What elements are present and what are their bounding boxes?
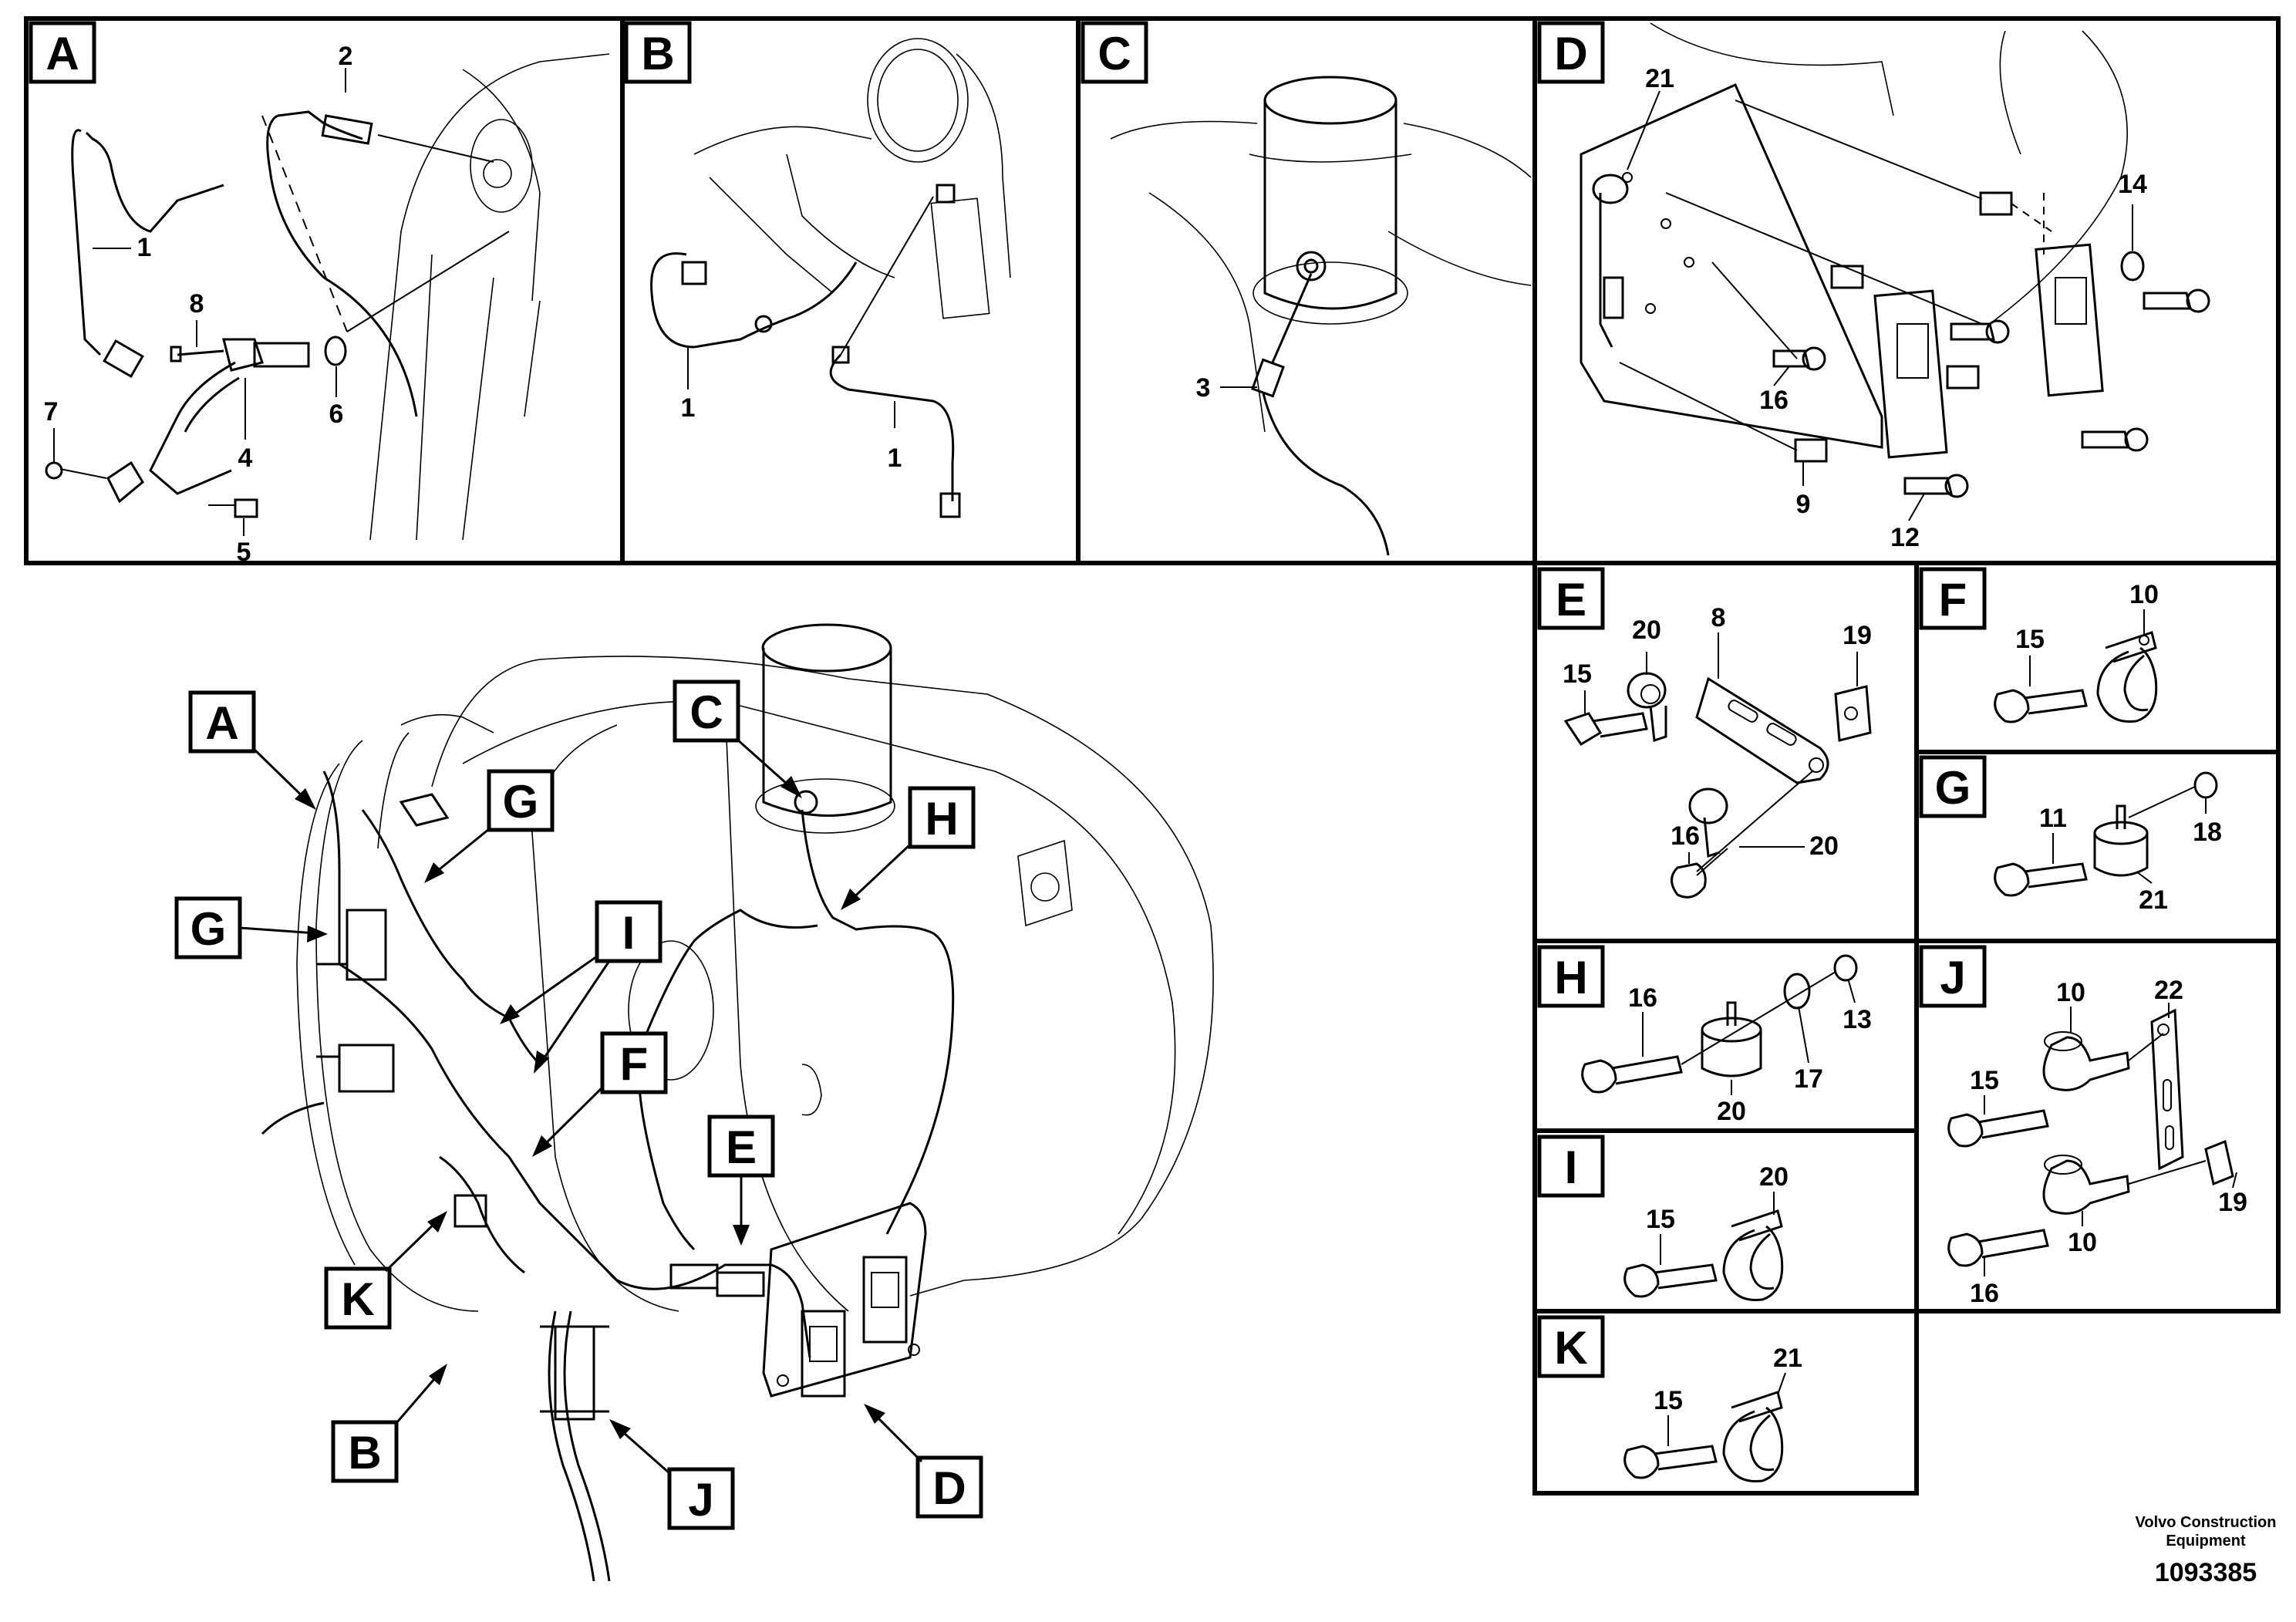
panel-d-label-9: 9 bbox=[1796, 490, 1811, 519]
panel-e-label-15: 15 bbox=[1563, 659, 1592, 689]
panel-e-label-8: 8 bbox=[1711, 603, 1726, 632]
top-row-frame bbox=[24, 16, 2281, 565]
panel-f-label-15: 15 bbox=[2015, 625, 2045, 654]
callout-a: A bbox=[205, 697, 238, 749]
panel-e-letter: E bbox=[1556, 574, 1586, 626]
panel-e-label-20b: 20 bbox=[1809, 831, 1839, 861]
panel-d-label-21: 21 bbox=[1645, 64, 1674, 93]
panel-k-letter: K bbox=[1554, 1322, 1587, 1374]
panel-j-label-19: 19 bbox=[2218, 1188, 2247, 1217]
panel-a: A bbox=[29, 21, 610, 567]
panel-f: F 10 15 bbox=[1919, 567, 2159, 723]
panel-a-label-4: 4 bbox=[238, 443, 253, 473]
panel-i: I 20 15 bbox=[1537, 1135, 1789, 1302]
callout-g-top: G bbox=[503, 776, 539, 828]
callout-e: E bbox=[726, 1121, 757, 1173]
side-panels-frame bbox=[1532, 561, 2281, 1496]
panel-e-label-16: 16 bbox=[1671, 821, 1700, 851]
callout-k: K bbox=[341, 1273, 374, 1325]
panel-c-label-3: 3 bbox=[1196, 373, 1211, 403]
panel-e-label-19: 19 bbox=[1843, 621, 1872, 650]
panel-e: E 20 8 19 15 16 20 bbox=[1537, 567, 1872, 899]
callout-j: J bbox=[688, 1474, 713, 1526]
panel-g-label-18: 18 bbox=[2193, 818, 2222, 847]
panel-d: D bbox=[1537, 21, 2210, 552]
panel-g-label-21: 21 bbox=[2139, 885, 2168, 915]
panel-d-label-16: 16 bbox=[1759, 386, 1789, 415]
panel-a-label-8: 8 bbox=[190, 289, 204, 319]
panel-a-label-7: 7 bbox=[44, 397, 59, 427]
panel-h: H 16 13 20 17 bbox=[1537, 945, 1872, 1126]
panel-b-label-1b: 1 bbox=[888, 443, 902, 473]
panel-c: C 3 bbox=[1081, 21, 1532, 556]
panel-j-label-10a: 10 bbox=[2056, 978, 2085, 1007]
panel-a-label-2: 2 bbox=[339, 42, 353, 71]
brand-line-1: Volvo Construction bbox=[2136, 1514, 2277, 1531]
callout-i: I bbox=[622, 907, 636, 959]
main-assembly-drawing bbox=[261, 623, 1214, 1582]
panel-d-letter: D bbox=[1554, 28, 1587, 79]
callout-g-left: G bbox=[190, 903, 227, 955]
panel-i-label-15: 15 bbox=[1646, 1205, 1675, 1234]
panel-a-label-1: 1 bbox=[137, 233, 152, 262]
panel-k-label-15: 15 bbox=[1654, 1386, 1683, 1415]
panel-h-label-17: 17 bbox=[1794, 1064, 1823, 1094]
panel-c-letter: C bbox=[1097, 28, 1131, 79]
panel-h-label-16: 16 bbox=[1628, 983, 1657, 1013]
brand-line-2: Equipment bbox=[2166, 1533, 2246, 1549]
panel-j: J 22 10 15 19 10 16 bbox=[1919, 945, 2247, 1308]
panel-j-letter: J bbox=[1940, 952, 1965, 1003]
panel-b: B 1 1 bbox=[624, 21, 1011, 518]
panel-b-label-1a: 1 bbox=[681, 393, 696, 423]
main-callouts: A C G G H I F E bbox=[174, 679, 983, 1530]
panel-i-label-20: 20 bbox=[1759, 1162, 1789, 1192]
panel-a-label-6: 6 bbox=[329, 400, 344, 429]
panel-j-label-22: 22 bbox=[2154, 976, 2183, 1005]
panel-k: K 21 15 bbox=[1537, 1315, 1802, 1483]
footer-brand: Volvo Construction Equipment 1093385 bbox=[2136, 1514, 2277, 1587]
callout-d: D bbox=[932, 1462, 966, 1514]
panel-g-label-11: 11 bbox=[2039, 804, 2067, 833]
panel-j-label-10b: 10 bbox=[2068, 1228, 2097, 1257]
panel-a-label-5: 5 bbox=[237, 538, 251, 567]
callout-b: B bbox=[348, 1427, 381, 1479]
drawing-number: 1093385 bbox=[2155, 1558, 2257, 1587]
panel-h-label-20: 20 bbox=[1717, 1097, 1746, 1126]
panel-b-letter: B bbox=[641, 28, 674, 79]
panel-k-label-21: 21 bbox=[1773, 1344, 1802, 1373]
callout-c: C bbox=[689, 686, 723, 738]
panel-h-letter: H bbox=[1554, 952, 1587, 1003]
panel-a-letter: A bbox=[46, 28, 79, 79]
panel-i-letter: I bbox=[1565, 1141, 1578, 1193]
panel-g-letter: G bbox=[1935, 762, 1971, 814]
panel-e-label-20a: 20 bbox=[1632, 615, 1661, 645]
callout-f: F bbox=[620, 1038, 649, 1090]
panel-g: G 11 18 21 bbox=[1919, 755, 2222, 915]
panel-d-label-14: 14 bbox=[2118, 170, 2147, 199]
callout-h: H bbox=[925, 793, 958, 845]
panel-h-label-13: 13 bbox=[1843, 1005, 1872, 1034]
panel-f-label-10: 10 bbox=[2129, 580, 2159, 609]
panel-f-letter: F bbox=[1939, 574, 1967, 626]
panel-j-label-15: 15 bbox=[1970, 1066, 1999, 1095]
panel-d-label-12: 12 bbox=[1890, 523, 1920, 552]
panel-j-label-16: 16 bbox=[1970, 1279, 1999, 1308]
